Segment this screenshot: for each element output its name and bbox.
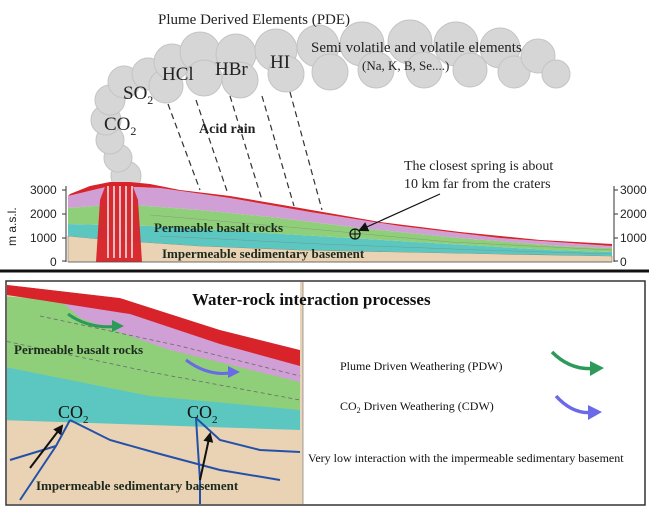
bottom-panel: Water-rock interaction processes Permeab… bbox=[5, 280, 646, 506]
hcl-label: HCl bbox=[162, 64, 194, 85]
right-axis bbox=[613, 186, 618, 262]
permeable-label-bottom: Permeable basalt rocks bbox=[14, 342, 143, 357]
tick-right-2000: 2000 bbox=[620, 207, 647, 221]
spring-marker-icon bbox=[349, 228, 361, 240]
tick-left-3000: 3000 bbox=[30, 183, 57, 197]
impermeable-label-top: Impermeable sedimentary basement bbox=[162, 246, 365, 261]
bottom-title: Water-rock interaction processes bbox=[192, 290, 431, 309]
acid-rain-label: Acid rain bbox=[199, 122, 256, 137]
cross-section-inset bbox=[7, 282, 303, 504]
volatile-line-2: (Na, K, B, Se....) bbox=[362, 58, 449, 73]
axis-label: m a.s.l. bbox=[5, 207, 19, 246]
plume-cloud bbox=[90, 19, 571, 192]
tick-left-2000: 2000 bbox=[30, 207, 57, 221]
spring-note-1: The closest spring is about bbox=[404, 159, 553, 174]
volcano-cross-section bbox=[67, 182, 613, 263]
hi-label: HI bbox=[270, 52, 290, 73]
volatile-line-1: Semi volatile and volatile elements bbox=[311, 40, 522, 56]
co2-arrow-right bbox=[199, 432, 214, 481]
co2-label: CO2 bbox=[104, 114, 136, 138]
tick-right-3000: 3000 bbox=[620, 183, 647, 197]
top-panel: 3000 2000 1000 0 3000 2000 1000 0 m a.s.… bbox=[5, 12, 647, 269]
legend-pdw-label: Plume Driven Weathering (PDW) bbox=[340, 359, 502, 373]
impermeable-label-bottom: Impermeable sedimentary basement bbox=[36, 478, 239, 493]
pde-title: Plume Derived Elements (PDE) bbox=[158, 12, 350, 28]
hbr-label: HBr bbox=[215, 59, 248, 80]
tick-right-0: 0 bbox=[620, 255, 627, 269]
acid-rain-lines bbox=[167, 91, 323, 211]
legend-cdw-label: CO2 Driven Weathering (CDW) bbox=[340, 399, 494, 415]
co2-arrow-left bbox=[29, 424, 64, 469]
co2-label-left: CO2 bbox=[58, 402, 89, 426]
so2-label: SO2 bbox=[123, 83, 153, 107]
permeable-label-top: Permeable basalt rocks bbox=[154, 220, 283, 235]
spring-note-2: 10 km far from the craters bbox=[404, 177, 551, 192]
spring-pointer-arrow bbox=[358, 193, 441, 232]
tick-left-0: 0 bbox=[50, 255, 57, 269]
co2-label-right: CO2 bbox=[187, 402, 218, 426]
left-axis bbox=[62, 186, 67, 262]
low-interaction-note: Very low interaction with the impermeabl… bbox=[308, 451, 624, 465]
tick-left-1000: 1000 bbox=[30, 231, 57, 245]
tick-right-1000: 1000 bbox=[620, 231, 647, 245]
